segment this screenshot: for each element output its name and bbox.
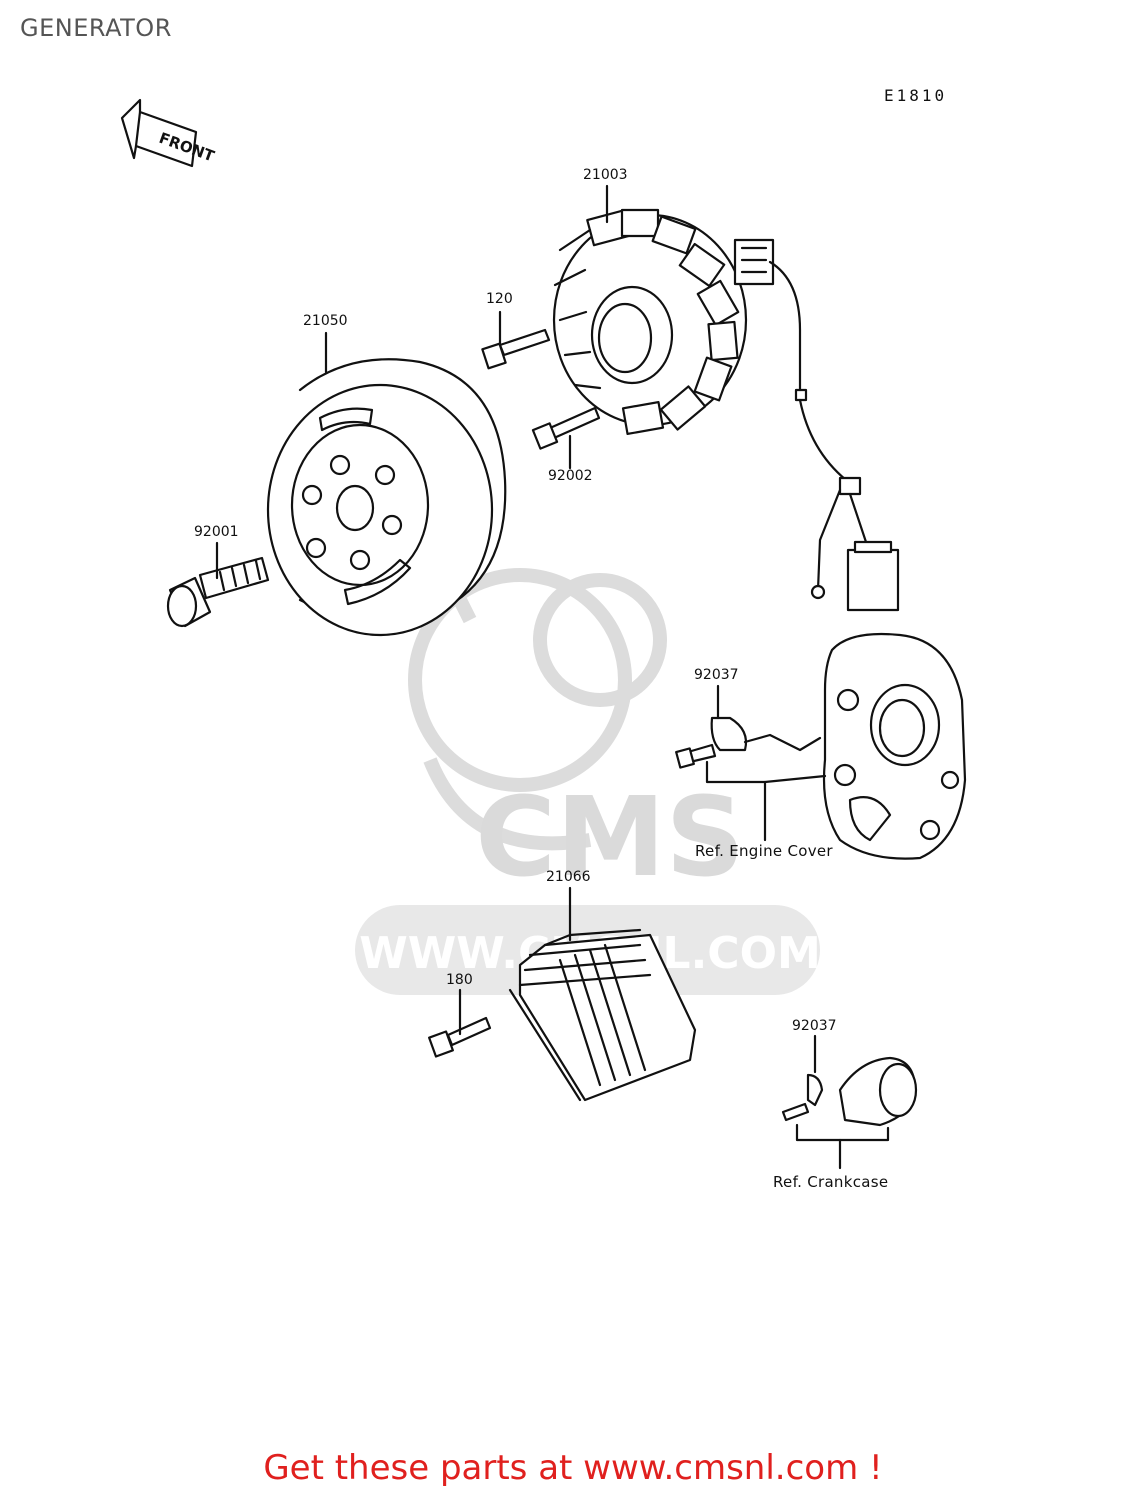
promo-link[interactable]: Get these parts at www.cmsnl.com !: [263, 1448, 883, 1488]
rotor-icon: [266, 358, 507, 637]
rotor-screw-icon: [531, 406, 601, 450]
regulator-icon: [508, 928, 697, 1102]
stator-bolt-icon: [481, 328, 551, 370]
ref-crankcase: Ref. Crankcase: [773, 1173, 889, 1191]
regulator-bolt-icon: [428, 1016, 492, 1058]
part-label-stator-bolt: 120: [486, 291, 513, 307]
engine-cover-icon: [822, 632, 967, 860]
page-title: GENERATOR: [20, 14, 172, 42]
part-label-rotor-bolt: 92001: [194, 524, 239, 540]
stator-icon: [552, 208, 900, 612]
rotor-bolt-icon: [166, 556, 270, 628]
front-arrow-icon: FRONT: [120, 98, 217, 168]
part-label-clamp-upper: 92037: [694, 667, 739, 683]
part-label-stator: 21003: [583, 167, 628, 183]
crankcase-plug-icon: [781, 1056, 918, 1170]
watermark-brand: CMS: [475, 773, 744, 901]
part-label-regulator-bolt: 180: [446, 972, 473, 988]
part-label-clamp-lower: 92037: [792, 1018, 837, 1034]
part-label-regulator: 21066: [546, 869, 591, 885]
ref-engine-cover: Ref. Engine Cover: [695, 842, 833, 860]
diagram-code: E1810: [884, 86, 948, 105]
part-label-rotor-screw: 92002: [548, 468, 593, 484]
clamp-upper-icon: [675, 716, 827, 842]
part-label-rotor: 21050: [303, 313, 348, 329]
